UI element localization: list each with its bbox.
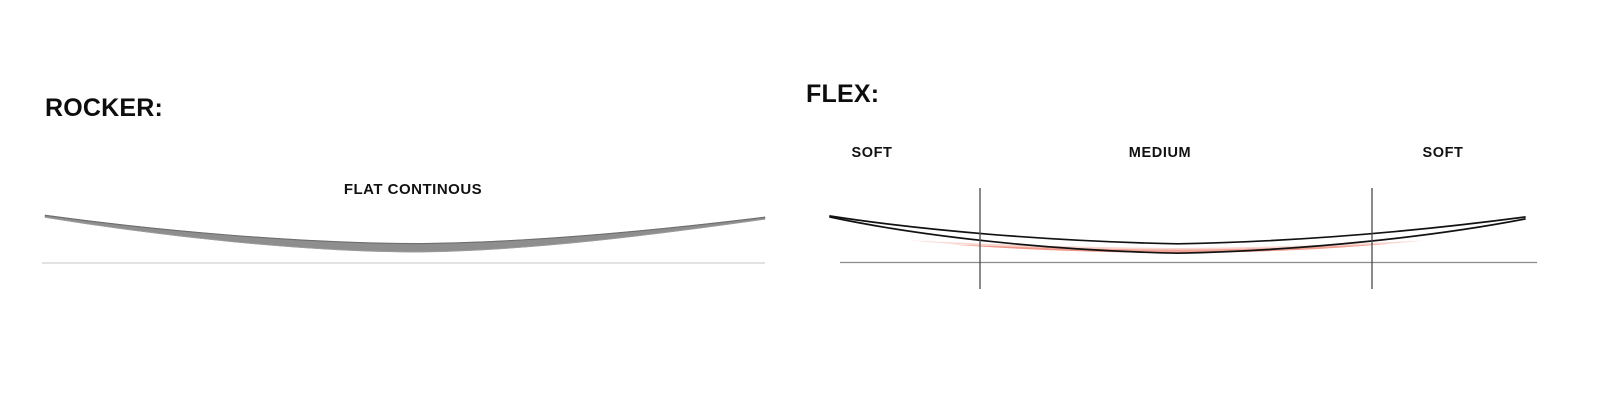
flex-zone-label-soft-right: SOFT [1422, 145, 1464, 161]
flex-zone-label-medium: MEDIUM [1128, 145, 1192, 161]
flex-panel: FLEX: SOFT MEDIUM SOFT [800, 0, 1600, 409]
flex-board-bottom-curve [829, 216, 1526, 255]
rocker-board-top-edge [44, 214, 766, 245]
flex-zone-label-soft-left: SOFT [851, 145, 893, 161]
flex-heading: FLEX: [806, 80, 880, 108]
flex-profile-diagram [829, 188, 1537, 289]
rocker-profile-diagram [42, 214, 766, 264]
rocker-board-bottom-edge [44, 216, 766, 253]
rocker-heading: ROCKER: [45, 94, 164, 122]
rocker-panel: ROCKER: FLAT CONTINOUS [42, 94, 766, 264]
flex-core-fill [950, 243, 1390, 253]
flex-board-top-curve [829, 215, 1526, 245]
rocker-profile-label: FLAT CONTINOUS [343, 181, 483, 198]
flex-core-feather [908, 240, 1425, 252]
